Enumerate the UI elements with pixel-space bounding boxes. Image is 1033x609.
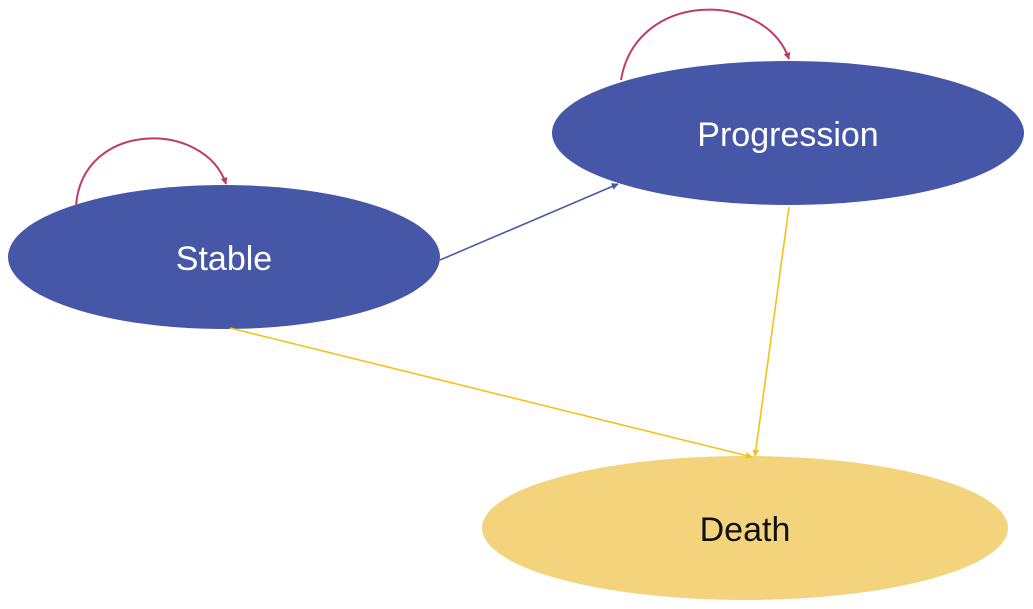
edge-stable-self-loop <box>75 137 228 207</box>
edge-stable-to-progression <box>439 183 619 261</box>
edge-progression-self-loop <box>620 8 791 81</box>
node-stable-label: Stable <box>176 240 272 278</box>
node-stable <box>8 185 440 329</box>
edge-progression-to-death <box>752 206 790 457</box>
node-progression-label: Progression <box>697 116 878 154</box>
node-progression <box>552 61 1024 205</box>
node-death <box>482 456 1008 600</box>
node-death-label: Death <box>700 511 791 549</box>
edge-stable-to-death <box>229 327 753 459</box>
